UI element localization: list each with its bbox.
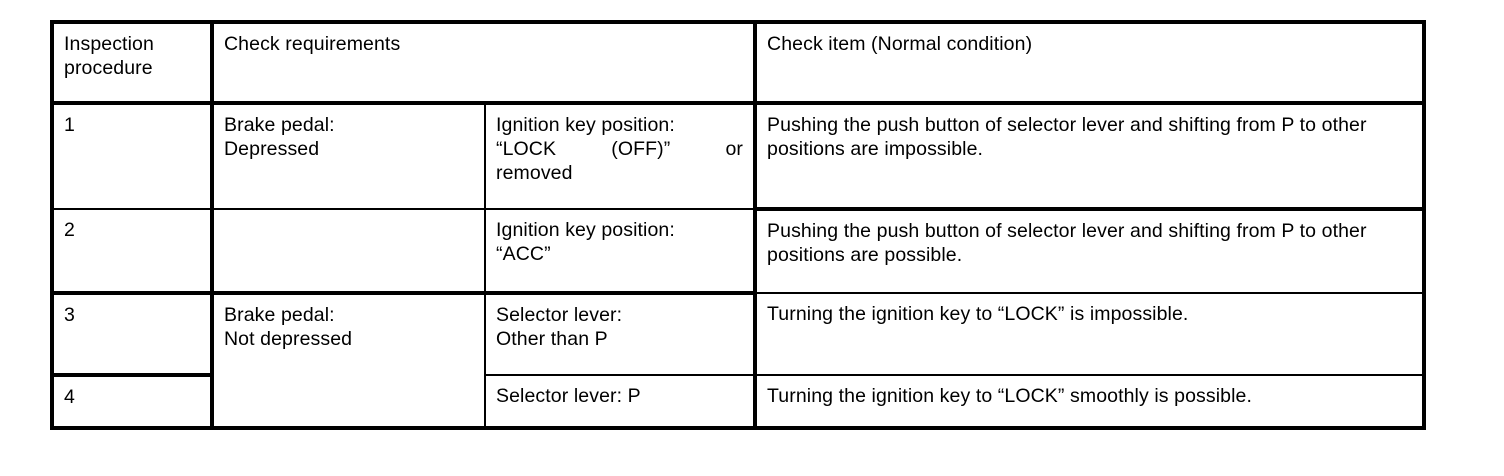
column-header-inspection-procedure-line1: Inspection <box>64 33 154 55</box>
row-1-condition-or: or <box>725 137 744 160</box>
row-4-procedure-number: 4 <box>52 373 212 428</box>
row-1-procedure-number: 1 <box>52 103 212 210</box>
row-2-requirement <box>210 209 485 295</box>
table-row: 4 Selector lever: P Turning the ignition… <box>52 373 1425 428</box>
row-1-requirement: Brake pedal: Depressed <box>210 103 485 210</box>
row-3-procedure-number: 3 <box>52 293 212 377</box>
row-2-check-item: Pushing the push button of selector leve… <box>753 209 1425 294</box>
row-3-requirement-line1: Brake pedal: <box>224 304 335 326</box>
row-2-condition-line1: Ignition key position: <box>496 219 675 241</box>
row-1-condition: Ignition key position: “LOCK (OFF)” or r… <box>483 103 756 210</box>
row-1-condition-line3: removed <box>496 161 573 184</box>
row-2-condition-line2: “ACC” <box>496 242 551 265</box>
row-1-requirement-line2: Depressed <box>224 137 320 160</box>
row-4-condition: Selector lever: P <box>483 375 756 428</box>
row-1-check-item: Pushing the push button of selector leve… <box>753 103 1425 211</box>
column-header-inspection-procedure: Inspection procedure <box>52 22 212 105</box>
row-1-condition-line1: Ignition key position: <box>496 114 675 136</box>
row-2-procedure-number: 2 <box>52 209 212 295</box>
table-row: 1 Brake pedal: Depressed Ignition key po… <box>52 103 1425 211</box>
row-3-condition-line2: Other than P <box>496 327 608 350</box>
column-header-check-item: Check item (Normal condition) <box>753 22 1425 105</box>
column-header-inspection-procedure-line2: procedure <box>64 56 153 79</box>
row-3-condition-line1: Selector lever: <box>496 304 623 326</box>
row-1-condition-line2: “LOCK (OFF)” or <box>496 138 743 162</box>
inspection-table: Inspection procedure Check requirements … <box>50 20 1427 430</box>
row-1-requirement-line1: Brake pedal: <box>224 114 335 136</box>
row-3-condition: Selector lever: Other than P <box>483 293 756 376</box>
column-header-check-item-label: Check item (Normal condition) <box>767 33 1033 55</box>
row-3-4-requirement: Brake pedal: Not depressed <box>210 293 485 428</box>
table-header-row: Inspection procedure Check requirements … <box>52 22 1425 105</box>
column-header-check-requirements: Check requirements <box>209 22 756 105</box>
row-3-requirement-line2: Not depressed <box>224 327 353 350</box>
row-1-condition-off: (OFF)” <box>611 137 671 160</box>
column-header-check-requirements-label: Check requirements <box>224 33 401 55</box>
row-3-check-item: Turning the ignition key to “LOCK” is im… <box>753 293 1425 376</box>
row-1-condition-lock-off: “LOCK <box>496 137 557 160</box>
table-row: 3 Brake pedal: Not depressed Selector le… <box>52 293 1425 428</box>
row-4-check-item: Turning the ignition key to “LOCK” smoot… <box>753 375 1425 428</box>
row-2-condition: Ignition key position: “ACC” <box>483 209 756 295</box>
table-row: 2 Ignition key position: “ACC” Pushing t… <box>52 209 1425 295</box>
